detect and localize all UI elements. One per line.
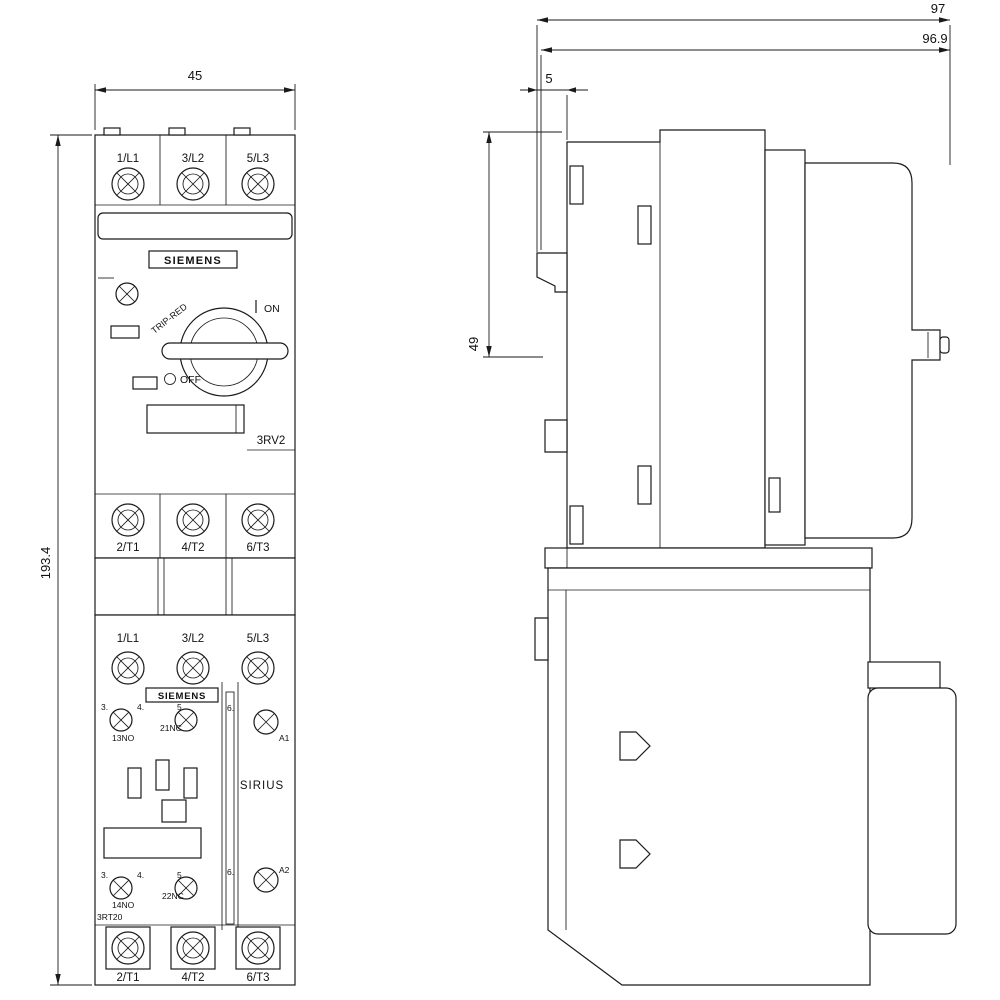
- aux-num-label: 6.: [227, 703, 234, 713]
- vent-cutout: [619, 839, 651, 869]
- aux-no-label: 14NO: [112, 900, 135, 910]
- terminal-screw-icon: [111, 931, 145, 965]
- aux-contacts-top: 3. 4. 5. 6. 13NO 21NC A1: [101, 702, 290, 743]
- din-clip-upper: [536, 252, 568, 293]
- side-total-width-dimension: 97: [536, 1, 951, 252]
- aux-screw-icon: [174, 708, 198, 732]
- terminal-screw-icon: [241, 503, 275, 537]
- contactor-terminal-label: 4/T2: [181, 972, 204, 984]
- aux-contacts-bottom: 3. 4. 5. 6. 14NO 22NC A2: [101, 865, 290, 910]
- din-clip-lower: [544, 419, 568, 453]
- breaker-terminal-label: 4/T2: [181, 542, 204, 554]
- side-depth-value: 49: [466, 337, 481, 351]
- breaker-toggle-tip: [939, 336, 950, 354]
- side-depth-dimension: 49: [466, 131, 562, 358]
- contactor-terminal-label: 5/L3: [247, 633, 269, 645]
- breaker-brand-label: SIEMENS: [164, 255, 222, 267]
- rating-window: [146, 404, 245, 434]
- front-view: 45 193.4 1/L1 3/L2 5/L3: [38, 68, 296, 986]
- aux-num-label: 6.: [227, 867, 234, 877]
- rotary-switch: ON TRIP-RED OFF: [149, 300, 289, 397]
- aux-nc-label: 22NC: [162, 891, 184, 901]
- side-body-width-value: 96.9: [922, 31, 947, 46]
- aux-num-label: 4.: [137, 870, 144, 880]
- terminal-screw-icon: [111, 651, 145, 685]
- din-clip-contactor: [534, 617, 549, 661]
- mounting-plate: [544, 547, 873, 569]
- aux-num-label: 5.: [177, 702, 184, 712]
- side-view: 97 96.9 5 49: [466, 1, 957, 986]
- contactor-terminal-label: 6/T3: [246, 972, 269, 984]
- rotary-switch-lever: [161, 342, 289, 360]
- terminal-screw-icon: [241, 931, 275, 965]
- contactor-terminal-label: 1/L1: [117, 633, 139, 645]
- terminal-screw-icon: [176, 931, 210, 965]
- siemens-label-box: [148, 250, 238, 269]
- contactor-brand-label: SIEMENS: [158, 691, 206, 702]
- sirius-series-label: SIRIUS: [240, 780, 284, 792]
- coil-screw-icon: [253, 867, 279, 893]
- front-width-value: 45: [188, 68, 202, 83]
- contactor-model-label: 3RT20: [97, 912, 123, 922]
- aux-screw-icon: [109, 876, 133, 900]
- terminal-screw-icon: [111, 167, 145, 201]
- contactor-side: [534, 567, 957, 986]
- aux-num-label: 3.: [101, 870, 108, 880]
- front-height-value: 193.4: [38, 547, 53, 580]
- breaker-terminal-label: 3/L2: [182, 153, 204, 165]
- breaker-front-section: [804, 162, 941, 539]
- on-label: ON: [264, 303, 280, 315]
- aux-num-label: 5.: [177, 870, 184, 880]
- side-total-width-value: 97: [931, 1, 945, 16]
- breaker-terminal-label: 5/L3: [247, 153, 269, 165]
- side-body-width-dimension: 96.9: [540, 31, 950, 250]
- breaker-rear-body: [566, 129, 766, 549]
- terminal-screw-icon: [176, 651, 210, 685]
- aux-num-label: 4.: [137, 702, 144, 712]
- coil-terminal-label: A2: [279, 865, 290, 875]
- aux-no-label: 13NO: [112, 733, 135, 743]
- off-label: OFF: [180, 374, 201, 386]
- terminal-screw-icon: [176, 167, 210, 201]
- coil-screw-icon: [253, 709, 279, 735]
- adjustment-screw-icon: [115, 282, 139, 306]
- terminal-screw-icon: [241, 651, 275, 685]
- breaker-terminal-label: 1/L1: [117, 153, 139, 165]
- circuit-breaker-side: [536, 129, 950, 569]
- aux-num-label: 3.: [101, 702, 108, 712]
- aux-nc-label: 21NC: [160, 723, 182, 733]
- off-position-mark: [164, 373, 176, 385]
- front-height-dimension: 193.4: [38, 134, 92, 986]
- aux-screw-icon: [174, 876, 198, 900]
- front-width-dimension: 45: [94, 68, 296, 130]
- breaker-top-band: [97, 212, 293, 240]
- terminal-screw-icon: [111, 503, 145, 537]
- terminal-screw-icon: [241, 167, 275, 201]
- side-offset-value: 5: [545, 71, 552, 86]
- coil-terminal-label: A1: [279, 733, 290, 743]
- breaker-terminal-label: 6/T3: [246, 542, 269, 554]
- vent-cutout: [619, 731, 651, 761]
- contactor-terminal-label: 2/T1: [116, 972, 139, 984]
- circuit-breaker-front: 1/L1 3/L2 5/L3 SIEMENS ON TRIP-RED: [94, 127, 296, 559]
- link-module: [94, 557, 296, 616]
- aux-screw-icon: [109, 708, 133, 732]
- contactor-front: 1/L1 3/L2 5/L3 SIEMENS 3. 4. 5. 6. 13NO: [94, 614, 296, 986]
- contactor-terminal-label: 3/L2: [182, 633, 204, 645]
- breaker-terminal-label: 2/T1: [116, 542, 139, 554]
- terminal-screw-icon: [176, 503, 210, 537]
- siemens-label-box: [145, 687, 219, 703]
- breaker-model-label: 3RV2: [257, 435, 286, 447]
- contactor-side-body: [547, 567, 871, 986]
- coil-housing: [867, 687, 957, 935]
- side-offset-dimension: 5: [520, 71, 588, 140]
